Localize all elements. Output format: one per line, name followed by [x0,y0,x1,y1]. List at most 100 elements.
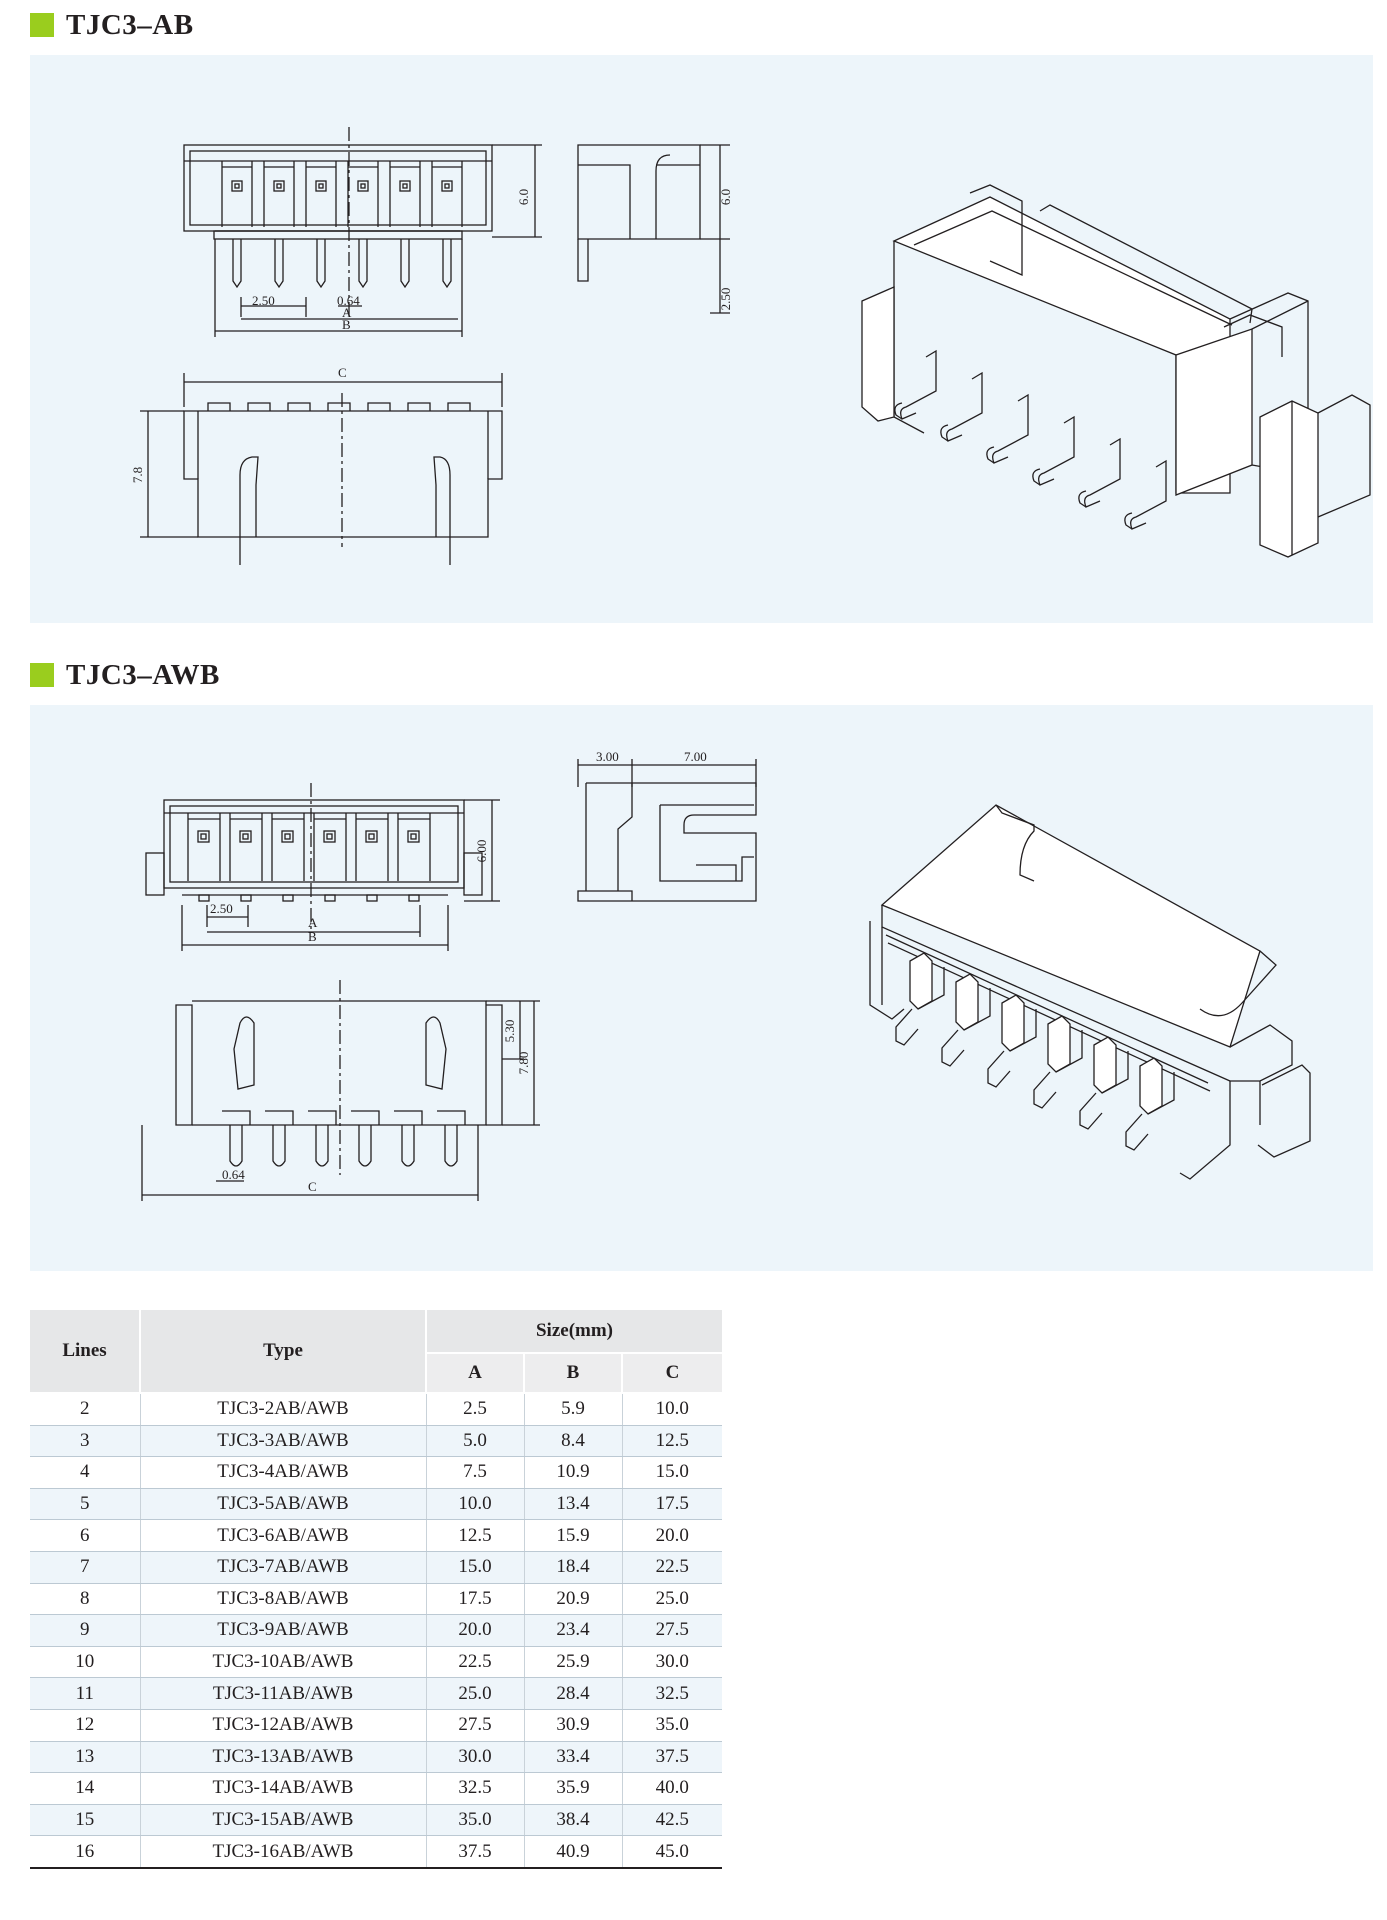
front-view-awb: 6.00 2.50 A B [145,783,500,951]
dim-b-ab: B [342,317,351,332]
cell-type: TJC3-16AB/AWB [140,1835,427,1869]
cell-type: TJC3-11AB/AWB [140,1677,427,1710]
cell-type: TJC3-3AB/AWB [140,1425,427,1458]
cell-c: 42.5 [622,1804,723,1837]
cell-b: 8.4 [524,1425,623,1458]
cell-type: TJC3-5AB/AWB [140,1488,427,1521]
cell-a: 27.5 [426,1709,525,1742]
cell-a: 30.0 [426,1741,525,1774]
isometric-view-awb [869,804,1311,1180]
dim-height-awb: 6.00 [474,840,489,863]
cell-a: 12.5 [426,1519,525,1552]
cell-type: TJC3-13AB/AWB [140,1741,427,1774]
green-square-marker [30,663,54,687]
dim-top-left-awb: 3.00 [596,749,619,764]
dim-pin-ab: 0.64 [337,293,360,308]
cell-c: 37.5 [622,1741,723,1774]
green-square-marker [30,13,54,37]
cell-c: 27.5 [622,1614,723,1647]
cell-lines: 8 [30,1583,141,1616]
cell-b: 23.4 [524,1614,623,1647]
cell-b: 13.4 [524,1488,623,1521]
cell-b: 28.4 [524,1677,623,1710]
cell-type: TJC3-9AB/AWB [140,1614,427,1647]
cell-type: TJC3-2AB/AWB [140,1393,427,1426]
dim-pin-awb: 0.64 [222,1167,245,1182]
cell-a: 22.5 [426,1646,525,1679]
cell-b: 18.4 [524,1551,623,1584]
cell-a: 17.5 [426,1583,525,1616]
cell-a: 32.5 [426,1772,525,1805]
cell-a: 25.0 [426,1677,525,1710]
cell-b: 5.9 [524,1393,623,1426]
dim-inner-awb: 5.30 [502,1020,517,1043]
cell-type: TJC3-8AB/AWB [140,1583,427,1616]
cell-type: TJC3-15AB/AWB [140,1804,427,1837]
cell-a: 7.5 [426,1456,525,1489]
cell-c: 22.5 [622,1551,723,1584]
cell-a: 35.0 [426,1804,525,1837]
dim-b-awb: B [308,929,317,944]
cell-b: 25.9 [524,1646,623,1679]
dim-depth-awb: 7.80 [516,1052,531,1075]
cell-a: 5.0 [426,1425,525,1458]
cell-b: 40.9 [524,1835,623,1869]
isometric-view-ab [861,184,1371,558]
dim-c-awb: C [308,1179,317,1194]
side-view-ab: 6.0 2.50 [577,144,733,314]
cell-type: TJC3-10AB/AWB [140,1646,427,1679]
cell-lines: 6 [30,1519,141,1552]
cell-type: TJC3-7AB/AWB [140,1551,427,1584]
dim-c-ab: C [338,365,347,380]
cell-b: 10.9 [524,1456,623,1489]
cell-c: 17.5 [622,1488,723,1521]
cell-lines: 3 [30,1425,141,1458]
cell-lines: 4 [30,1456,141,1489]
cell-type: TJC3-12AB/AWB [140,1709,427,1742]
header-type: Type [140,1310,427,1394]
cell-a: 15.0 [426,1551,525,1584]
drawing-panel-ab: 6.0 2.50 0.64 A B 6.0 2.50 [30,55,1373,623]
section-header-awb: TJC3–AWB [30,658,220,692]
header-lines: Lines [30,1310,141,1394]
cell-c: 25.0 [622,1583,723,1616]
dim-top-right-awb: 7.00 [684,749,707,764]
cell-type: TJC3-4AB/AWB [140,1456,427,1489]
section-header-ab: TJC3–AB [30,8,194,42]
dim-a-ab: A [342,305,352,320]
cell-b: 33.4 [524,1741,623,1774]
dim-depth-ab: 7.8 [130,467,145,483]
header-c: C [622,1353,723,1394]
cell-lines: 5 [30,1488,141,1521]
dim-pitch-ab: 2.50 [252,293,275,308]
cell-b: 30.9 [524,1709,623,1742]
drawing-panel-awb: 6.00 2.50 A B 3.00 7.00 [30,705,1373,1271]
dim-height-ab: 6.0 [516,189,531,205]
header-b: B [524,1353,623,1394]
header-size: Size(mm) [426,1310,723,1354]
dim-pitch-awb: 2.50 [210,901,233,916]
cell-c: 32.5 [622,1677,723,1710]
section-title-ab: TJC3–AB [66,8,194,41]
cell-lines: 16 [30,1835,141,1869]
cell-c: 15.0 [622,1456,723,1489]
cell-a: 37.5 [426,1835,525,1869]
cell-type: TJC3-14AB/AWB [140,1772,427,1805]
cell-lines: 2 [30,1393,141,1426]
cell-b: 38.4 [524,1804,623,1837]
cell-lines: 7 [30,1551,141,1584]
